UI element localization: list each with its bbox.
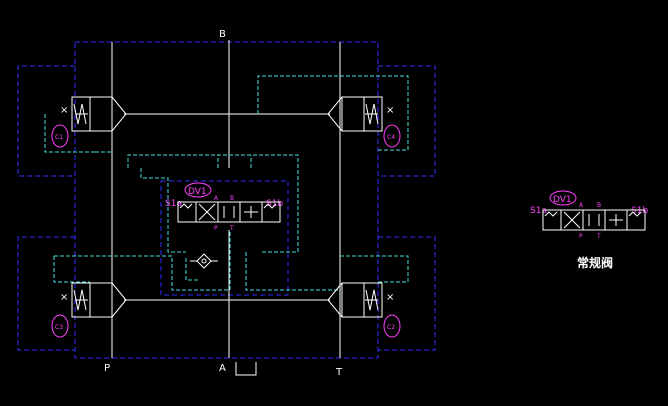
main-valve-port-b: B xyxy=(230,195,234,202)
pilot-label-br: C2 xyxy=(387,324,395,331)
legend-port-b: B xyxy=(597,202,601,209)
shuttle-valve xyxy=(190,253,218,269)
pilot-label-tr: C4 xyxy=(387,134,395,141)
svg-text:×: × xyxy=(386,105,394,116)
manifold-outlines xyxy=(17,41,436,359)
legend-sol-right: S1b xyxy=(631,206,648,216)
cartridge-outline-bl xyxy=(17,236,75,351)
port-label-b: B xyxy=(219,29,226,40)
cartridge-valve-bl: × C3 xyxy=(51,282,127,338)
main-valve-port-t: T xyxy=(229,225,234,232)
port-label-a: A xyxy=(219,363,226,374)
cartridge-outline-tr xyxy=(378,65,436,177)
svg-text:×: × xyxy=(60,292,68,303)
main-directional-valve: DV1 S1a S1b A B P T xyxy=(165,182,283,232)
port-label-p: P xyxy=(104,363,110,374)
pilot-label-tl: C1 xyxy=(55,134,63,141)
cartridge-outline-br xyxy=(378,236,436,351)
pilot-lines xyxy=(44,75,409,291)
main-valve-dv-label: DV1 xyxy=(188,187,207,197)
legend-port-p: P xyxy=(579,233,583,240)
svg-text:×: × xyxy=(60,105,68,116)
legend-caption: 常规阀 xyxy=(577,255,613,270)
legend-port-a: A xyxy=(579,202,584,209)
manifold-block-outline xyxy=(74,41,379,359)
legend-standard-valve: DV1 S1a S1b A B P T 常规阀 xyxy=(530,190,648,270)
main-valve-sol-right: S1b xyxy=(266,199,283,209)
cartridge-valve-tl: × C1 xyxy=(51,96,127,148)
legend-dv-label: DV1 xyxy=(553,195,572,205)
cartridge-valve-tr: × C4 xyxy=(327,96,401,148)
cartridge-outline-tl xyxy=(17,65,75,177)
port-label-t: T xyxy=(335,367,343,378)
main-valve-sol-left: S1a xyxy=(165,199,182,209)
main-flow-lines xyxy=(75,40,378,376)
svg-text:×: × xyxy=(386,292,394,303)
pilot-valve-outline xyxy=(160,180,289,296)
main-valve-port-a: A xyxy=(214,195,219,202)
main-valve-port-p: P xyxy=(214,225,218,232)
pilot-label-bl: C3 xyxy=(55,324,63,331)
cartridge-valve-br: × C2 xyxy=(327,282,401,338)
legend-port-t: T xyxy=(596,233,601,240)
legend-sol-left: S1a xyxy=(530,206,547,216)
port-labels: B P A T xyxy=(104,29,343,378)
